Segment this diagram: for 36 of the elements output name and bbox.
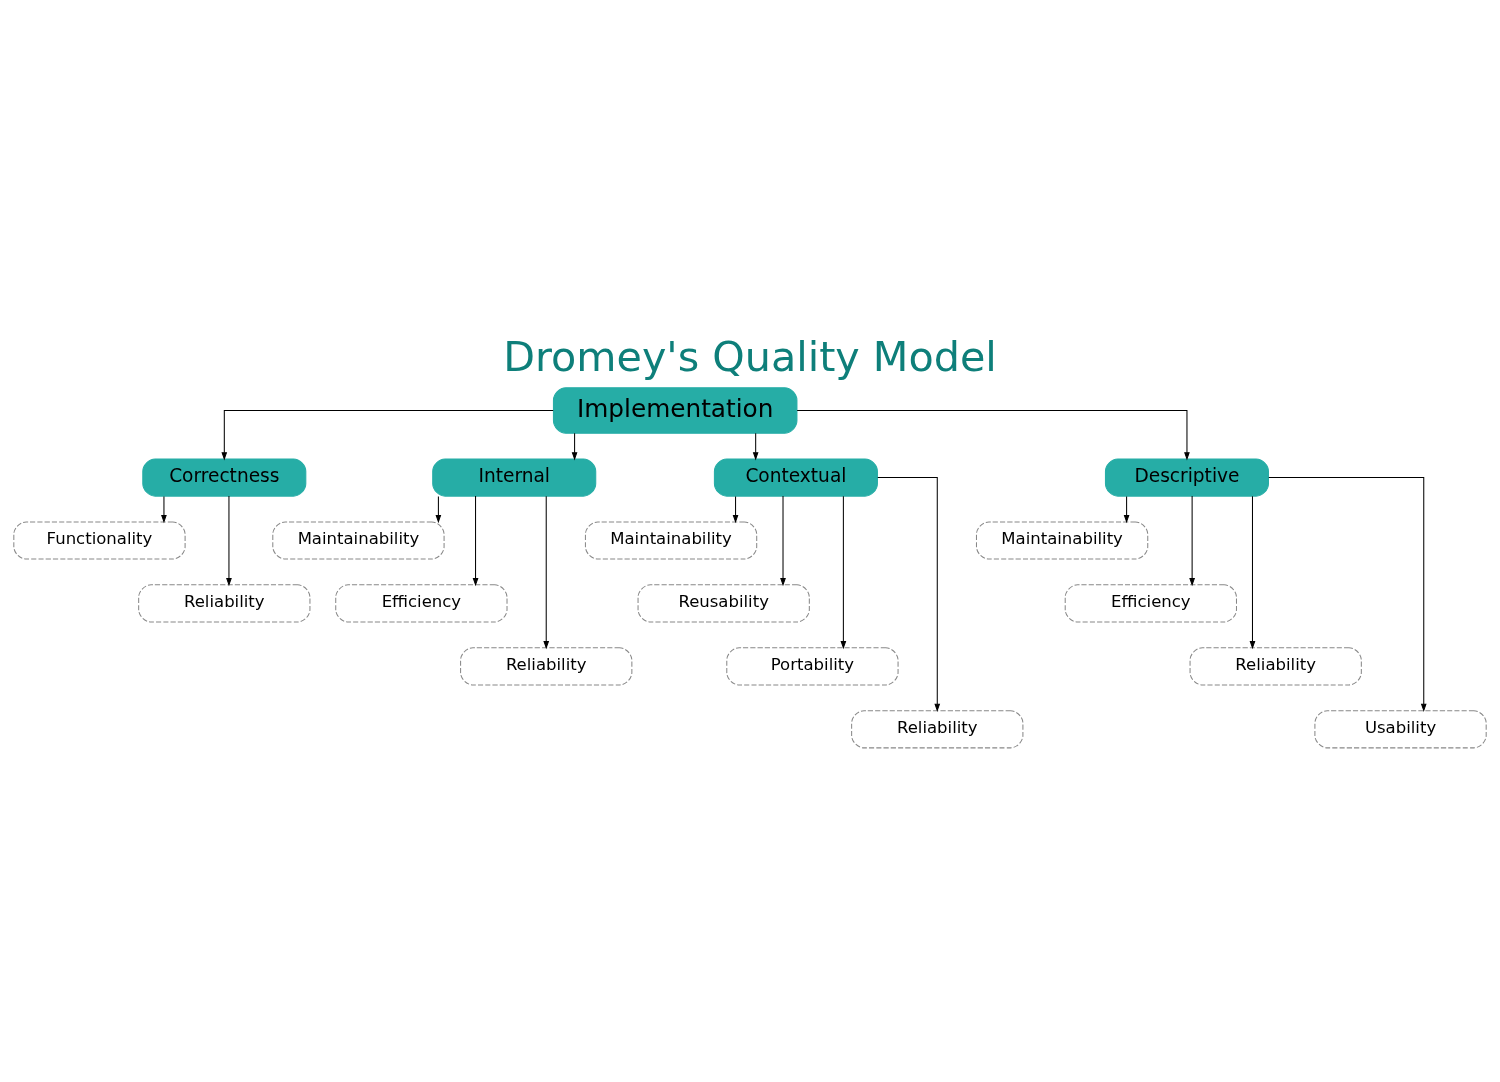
node-box: Maintainability [975, 521, 1149, 560]
arrow [543, 495, 550, 650]
node-box: Usability [1314, 710, 1487, 749]
arrow [840, 495, 847, 650]
arrow [752, 432, 759, 461]
arrow [1268, 477, 1427, 712]
arrow [732, 495, 739, 524]
node-box: Correctness [142, 458, 307, 497]
node-box: Reusability [637, 584, 810, 623]
arrow [1249, 495, 1256, 650]
node-box: Reliability [1189, 647, 1362, 686]
arrow [796, 409, 1190, 461]
node-box: Reliability [138, 584, 311, 623]
arrow [161, 495, 167, 524]
diagram-title: Dromey's Quality Model [503, 333, 997, 382]
node-box: Implementation [552, 387, 798, 434]
arrow [1189, 495, 1195, 587]
arrow [472, 495, 479, 587]
node-box: Efficiency [1064, 584, 1237, 623]
node-box: Internal [432, 458, 597, 497]
arrow [221, 409, 554, 461]
arrow [226, 495, 232, 587]
node-box: Functionality [13, 521, 186, 560]
arrow [780, 495, 786, 587]
arrow [571, 432, 578, 461]
arrow [1123, 495, 1130, 524]
arrow [435, 495, 442, 524]
node-box: Maintainability [584, 521, 758, 560]
node-box: Reliability [851, 710, 1024, 749]
arrow [877, 477, 941, 712]
node-box: Contextual [713, 458, 878, 497]
node-box: Efficiency [335, 584, 508, 623]
node-box: Reliability [460, 647, 633, 686]
node-box: Maintainability [272, 521, 445, 560]
node-box: Descriptive [1104, 458, 1269, 497]
node-box: Portability [726, 647, 899, 686]
